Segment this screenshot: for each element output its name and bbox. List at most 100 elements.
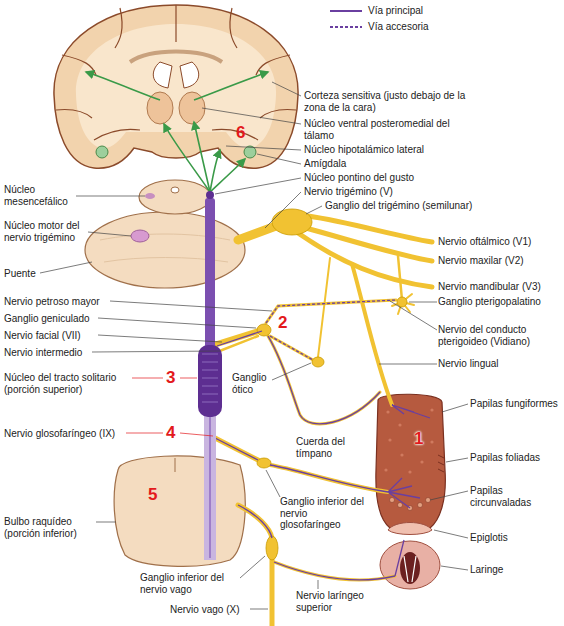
part-label: Nervio intermedio bbox=[4, 347, 124, 359]
leader-lines bbox=[250, 609, 268, 610]
leader-lines bbox=[76, 196, 145, 197]
brainstem-pons bbox=[85, 212, 245, 288]
leader-lines bbox=[92, 351, 220, 352]
part-label: Núcleo del tracto solitario (porción sup… bbox=[4, 372, 134, 395]
part-label: Núcleo motor del nervio trigémino bbox=[4, 220, 84, 243]
brain-coronal-section bbox=[130, 52, 222, 63]
leader-lines bbox=[40, 262, 92, 273]
part-label: Corteza sensitiva (justo debajo de la zo… bbox=[304, 90, 474, 113]
tongue bbox=[388, 438, 391, 441]
brainstem-pons bbox=[145, 193, 155, 199]
leader-lines bbox=[98, 335, 222, 342]
cranial-nerves bbox=[352, 264, 392, 405]
leader-lines bbox=[272, 82, 301, 96]
brain-coronal-section bbox=[212, 129, 258, 140]
cranial-nerves bbox=[306, 228, 432, 261]
cranial-nerves bbox=[270, 560, 275, 626]
legend-samples bbox=[330, 11, 362, 27]
leader-lines bbox=[272, 363, 311, 380]
leader-lines bbox=[96, 522, 116, 523]
tongue bbox=[384, 468, 387, 471]
cranial-nerves bbox=[270, 336, 313, 360]
solitary-tract bbox=[204, 415, 216, 560]
cranial-nerves bbox=[318, 258, 330, 357]
brainstem-pons bbox=[139, 180, 211, 214]
part-label: Nervio petroso mayor bbox=[4, 296, 164, 308]
solitary-tract bbox=[198, 345, 222, 417]
cranial-nerves bbox=[298, 233, 432, 287]
legend-samples bbox=[330, 26, 362, 28]
brain-coronal-section bbox=[96, 146, 108, 158]
medulla-oblongata bbox=[114, 456, 245, 566]
ganglia bbox=[257, 324, 271, 336]
legend-text: Vía accesoria bbox=[368, 21, 429, 33]
part-label: Núcleo hipotalámico lateral bbox=[304, 144, 524, 156]
solitary-tract bbox=[198, 191, 222, 560]
leader-lines bbox=[132, 378, 197, 379]
tongue bbox=[380, 541, 440, 589]
taste-fibers bbox=[215, 300, 430, 580]
leader-lines bbox=[390, 301, 437, 330]
leader-lines bbox=[215, 178, 301, 194]
callout-number: 6 bbox=[236, 124, 245, 143]
leader-lines bbox=[202, 108, 301, 124]
part-label: Papilas fungiformes bbox=[470, 398, 560, 410]
tongue bbox=[400, 453, 403, 456]
tongue bbox=[386, 410, 389, 413]
legend-text: Vía principal bbox=[368, 5, 423, 17]
part-label: Ganglio geniculado bbox=[4, 313, 124, 325]
cranial-nerves bbox=[238, 505, 272, 538]
taste-fibers bbox=[268, 336, 380, 424]
brain-coronal-section bbox=[56, 109, 92, 118]
part-label: Epiglotis bbox=[470, 532, 560, 544]
callout-number: 3 bbox=[166, 369, 175, 388]
part-label: Ganglio ótico bbox=[232, 372, 274, 395]
part-label: Nervio maxilar (V2) bbox=[438, 255, 560, 267]
ganglia bbox=[272, 209, 312, 235]
tongue bbox=[384, 408, 433, 473]
tongue bbox=[418, 503, 423, 508]
taste-fibers bbox=[238, 505, 395, 580]
tongue bbox=[400, 552, 420, 584]
brain-coronal-section bbox=[175, 5, 176, 42]
part-label: Papilas circunvaladas bbox=[470, 485, 560, 508]
taste-fibers bbox=[395, 540, 404, 576]
cranial-nerves bbox=[238, 226, 276, 240]
callout-number: 4 bbox=[166, 424, 175, 443]
leader-lines bbox=[306, 206, 322, 214]
brain-coronal-section bbox=[230, 8, 237, 48]
legend-samples bbox=[330, 10, 362, 12]
ganglia bbox=[266, 536, 278, 560]
brain-coronal-section bbox=[56, 5, 296, 140]
brain-coronal-section bbox=[256, 55, 290, 75]
tongue bbox=[420, 460, 423, 463]
part-label: Nervio lingual bbox=[438, 358, 560, 370]
part-label: Papilas foliadas bbox=[470, 452, 560, 464]
callout-number: 2 bbox=[278, 314, 287, 333]
green-ascending-pathway bbox=[86, 72, 268, 192]
taste-fibers bbox=[270, 336, 313, 360]
leader-lines bbox=[446, 458, 468, 462]
tongue bbox=[438, 455, 444, 472]
callout-number: 5 bbox=[148, 486, 157, 505]
leader-lines bbox=[257, 154, 301, 164]
green-ascending-pathway bbox=[210, 150, 220, 192]
cranial-nerves bbox=[268, 336, 380, 424]
cranial-nerves bbox=[274, 562, 395, 580]
brain-coronal-section bbox=[180, 62, 199, 88]
leader-lines bbox=[442, 404, 468, 412]
part-label: Ganglio pterigopalatino bbox=[438, 296, 560, 308]
part-label: Ganglio inferior del nervio glosofarínge… bbox=[280, 496, 364, 531]
cranial-nerves bbox=[398, 256, 402, 300]
brain-coronal-section bbox=[76, 24, 276, 148]
part-label: Bulbo raquídeo (porción inferior) bbox=[4, 516, 99, 539]
part-label: Nervio del conducto pterigoideo (Vidiano… bbox=[438, 324, 560, 347]
tongue bbox=[408, 470, 411, 473]
tongue bbox=[388, 523, 432, 535]
leader-lines bbox=[266, 470, 280, 497]
brain-coronal-section bbox=[94, 129, 140, 140]
tongue bbox=[430, 408, 433, 411]
part-label: Nervio facial (VII) bbox=[4, 330, 124, 342]
tongue bbox=[404, 556, 416, 582]
